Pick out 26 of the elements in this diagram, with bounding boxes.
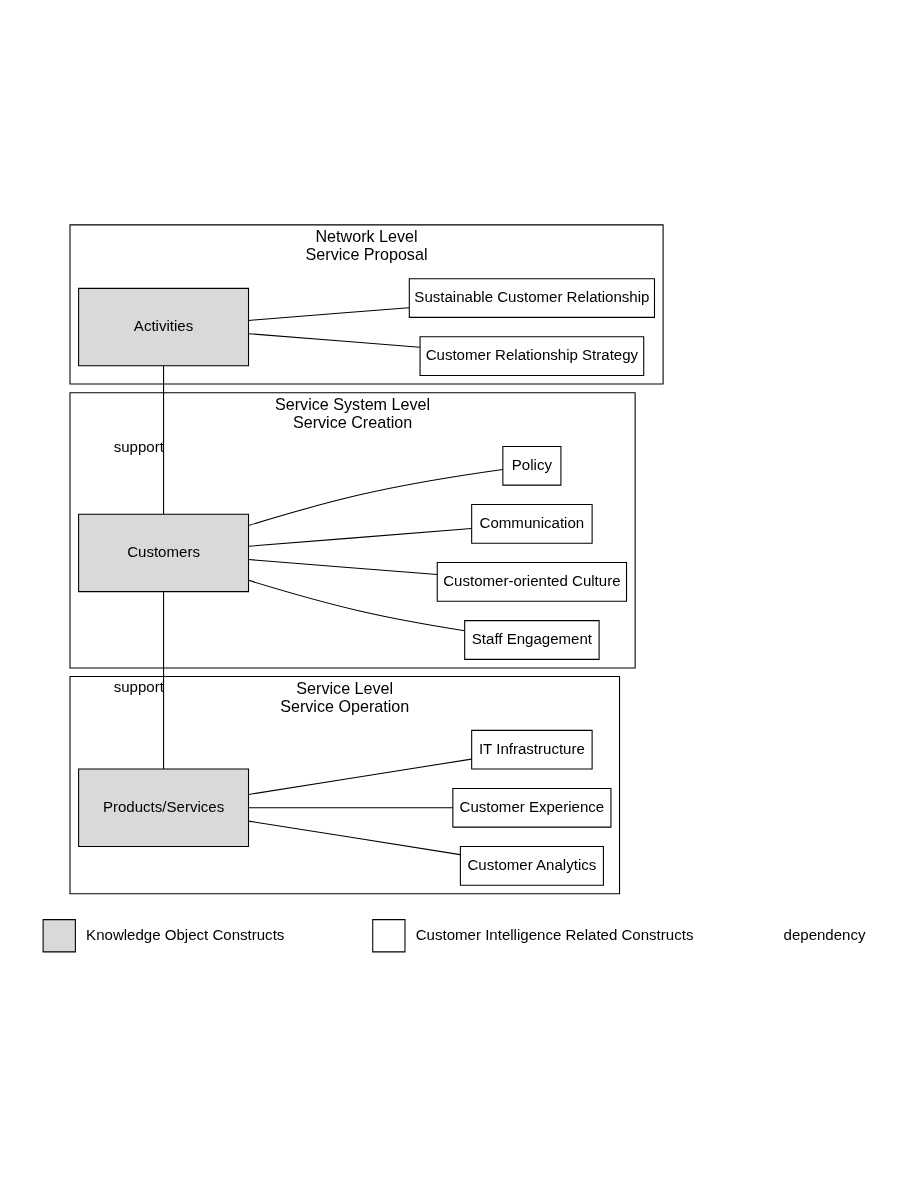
node-box: Customer-oriented Culture bbox=[436, 562, 628, 602]
connector bbox=[248, 758, 472, 795]
node-box: Policy bbox=[502, 445, 562, 486]
node-box: IT Infrastructure bbox=[471, 729, 593, 770]
node-box: Customer Experience bbox=[452, 787, 612, 828]
node-box: Customers bbox=[78, 513, 250, 593]
node-box: Communication bbox=[471, 503, 593, 544]
legend-label: dependency bbox=[783, 926, 866, 944]
connector bbox=[248, 807, 454, 809]
connector bbox=[163, 591, 165, 770]
connector bbox=[248, 468, 504, 527]
node-box: Customer Analytics bbox=[459, 845, 604, 886]
connector bbox=[163, 365, 165, 515]
node-box: Products/Services bbox=[78, 768, 250, 848]
connector bbox=[248, 333, 421, 348]
node-box: Activities bbox=[78, 287, 250, 367]
connector bbox=[248, 579, 466, 632]
node-box: Customer Relationship Strategy bbox=[419, 336, 645, 376]
connector bbox=[248, 528, 472, 547]
connector bbox=[248, 820, 461, 856]
connector bbox=[248, 307, 410, 321]
legend-label: Customer Intelligence Related Constructs bbox=[415, 925, 694, 943]
connector bbox=[248, 559, 438, 576]
node-box: Staff Engagement bbox=[464, 620, 600, 660]
legend-label: Knowledge Object Constructs bbox=[86, 925, 285, 943]
node-box: Sustainable Customer Relationship bbox=[408, 278, 656, 318]
